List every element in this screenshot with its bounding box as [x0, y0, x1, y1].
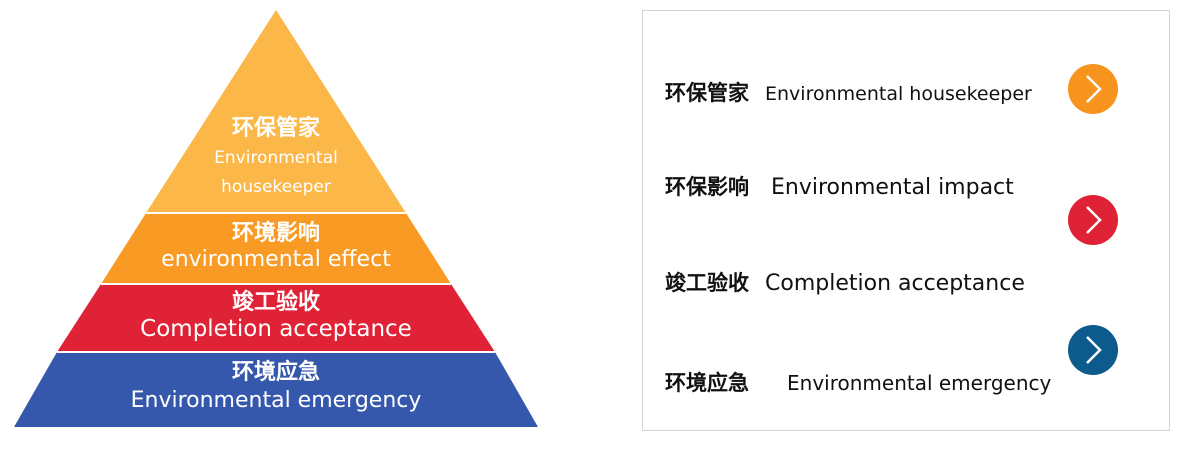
list-item-zh: 环保影响 [665, 175, 749, 199]
pyramid-label-zh: 环境应急 [231, 360, 320, 385]
pyramid-label-zh: 竣工验收 [231, 290, 320, 315]
pyramid-label-en: environmental effect [161, 247, 391, 273]
list-item-impact: 环保影响 Environmental impact [665, 171, 1014, 201]
pyramid-label-2: 环境影响 environmental effect [0, 221, 552, 274]
pyramid-label-en: Environmental emergency [130, 388, 422, 414]
list-item-en: Environmental housekeeper [765, 83, 1032, 105]
list-item-en: Environmental impact [771, 175, 1014, 200]
chevron-right-icon[interactable] [1068, 195, 1118, 245]
list-item-zh: 环境应急 [665, 371, 749, 395]
pyramid-diagram: 环保管家 Environmental housekeeper 环境影响 envi… [0, 0, 560, 455]
list-item-acceptance: 竣工验收 Completion acceptance [665, 267, 1025, 297]
pyramid-label-en: Environmental [214, 148, 338, 169]
pyramid-label-zh: 环保管家 [231, 116, 320, 141]
list-item-en: Environmental emergency [787, 371, 1052, 395]
pyramid-label-zh: 环境影响 [231, 221, 320, 246]
list-item-housekeeper: 环保管家 Environmental housekeeper [665, 77, 1032, 107]
pyramid-level-2 [101, 213, 451, 284]
chevron-right-icon[interactable] [1068, 325, 1118, 375]
list-item-emergency: 环境应急 Environmental emergency [665, 367, 1051, 397]
pyramid-label-en: Completion acceptance [140, 316, 412, 343]
pyramid-shape [14, 10, 538, 427]
list-item-zh: 环保管家 [665, 81, 749, 105]
pyramid-level-base [14, 352, 538, 427]
chevron-right-icon[interactable] [1068, 64, 1118, 114]
service-list-panel: 环保管家 Environmental housekeeper 环保影响 Enviro… [642, 10, 1170, 431]
pyramid-label-top: 环保管家 Environmental housekeeper [0, 116, 552, 197]
pyramid-label-en: housekeeper [221, 176, 331, 197]
pyramid-label-base: 环境应急 Environmental emergency [0, 360, 552, 415]
list-item-en: Completion acceptance [765, 271, 1025, 296]
pyramid-label-3: 竣工验收 Completion acceptance [0, 290, 552, 344]
pyramid-level-top [146, 10, 406, 213]
list-item-zh: 竣工验收 [665, 271, 749, 295]
pyramid-level-3 [57, 284, 495, 352]
